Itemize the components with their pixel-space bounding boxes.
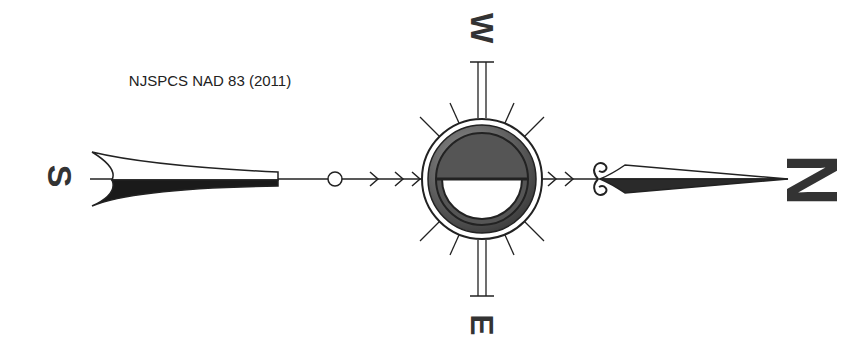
cardinal-letter: W: [466, 13, 498, 43]
cardinal-letter: N: [776, 154, 848, 206]
cardinal-letter: E: [466, 314, 498, 335]
cardinal-letter: S: [43, 165, 77, 188]
datum-note: NJSPCS NAD 83 (2011): [129, 73, 291, 88]
